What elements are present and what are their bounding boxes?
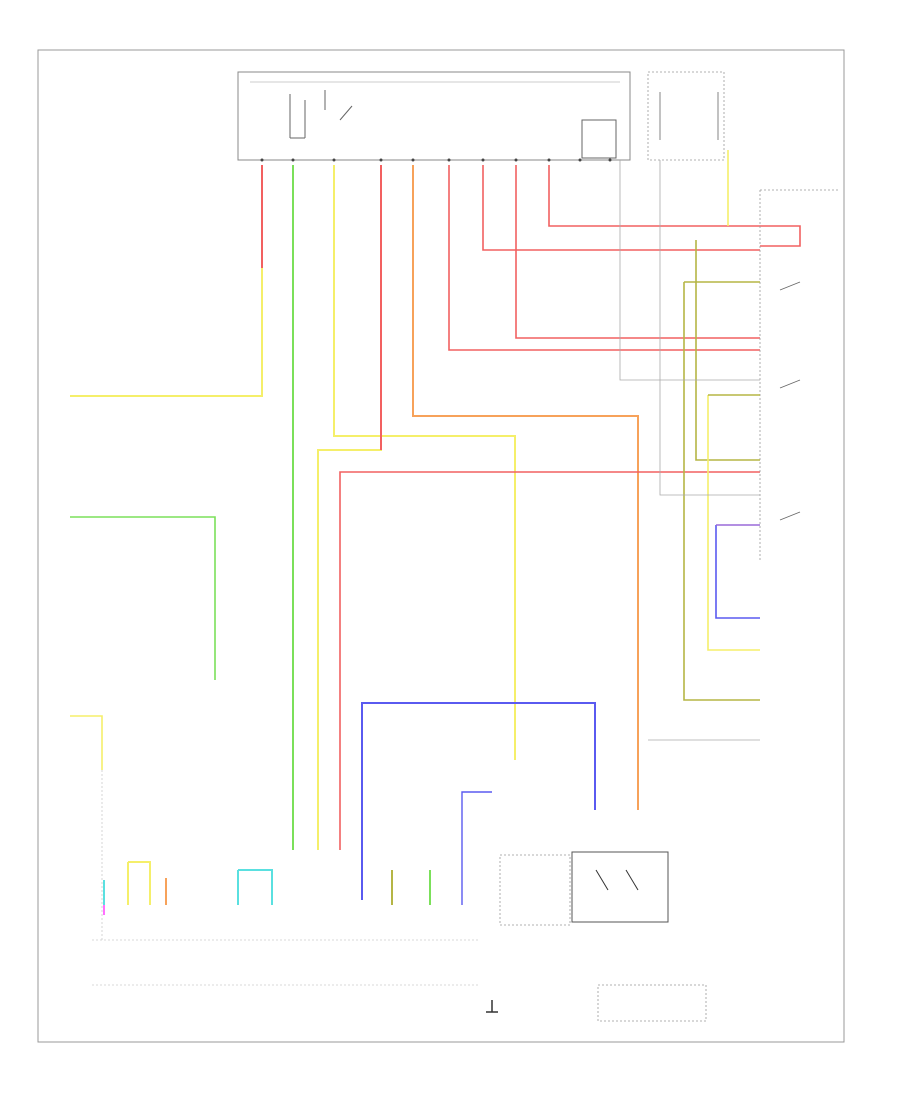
diagram-border (37, 49, 845, 1043)
wire-red-right-2 (515, 165, 760, 339)
wire-olive-right (683, 240, 760, 701)
right-module (759, 189, 840, 560)
wire-blue-lower (361, 702, 596, 900)
wire-yellow-right (448, 165, 760, 351)
wire-orange (412, 165, 639, 810)
wire-gray-right (619, 160, 760, 741)
top-module (237, 71, 631, 161)
lower-connector-row (92, 770, 480, 986)
wire-red-right-1 (482, 165, 760, 251)
wire-green-left (70, 516, 216, 680)
bottom-right-module (597, 984, 707, 1022)
wire-red-right-3 (548, 165, 801, 247)
ground-symbol (486, 1000, 498, 1013)
wire-yellow-leftbottom (70, 715, 103, 770)
top-right-module (647, 71, 725, 161)
wire-blue-right (715, 524, 760, 619)
wire-blue-short (461, 791, 492, 905)
wire-red-center (317, 165, 382, 850)
lower-center-module (499, 854, 571, 926)
wire-yellow-left (70, 165, 263, 397)
wire-yellow-mid (333, 165, 516, 760)
lower-leads (103, 861, 431, 915)
wire-red-long (339, 471, 760, 850)
lower-right-module (571, 851, 669, 923)
top-connector-pins (260, 158, 612, 162)
